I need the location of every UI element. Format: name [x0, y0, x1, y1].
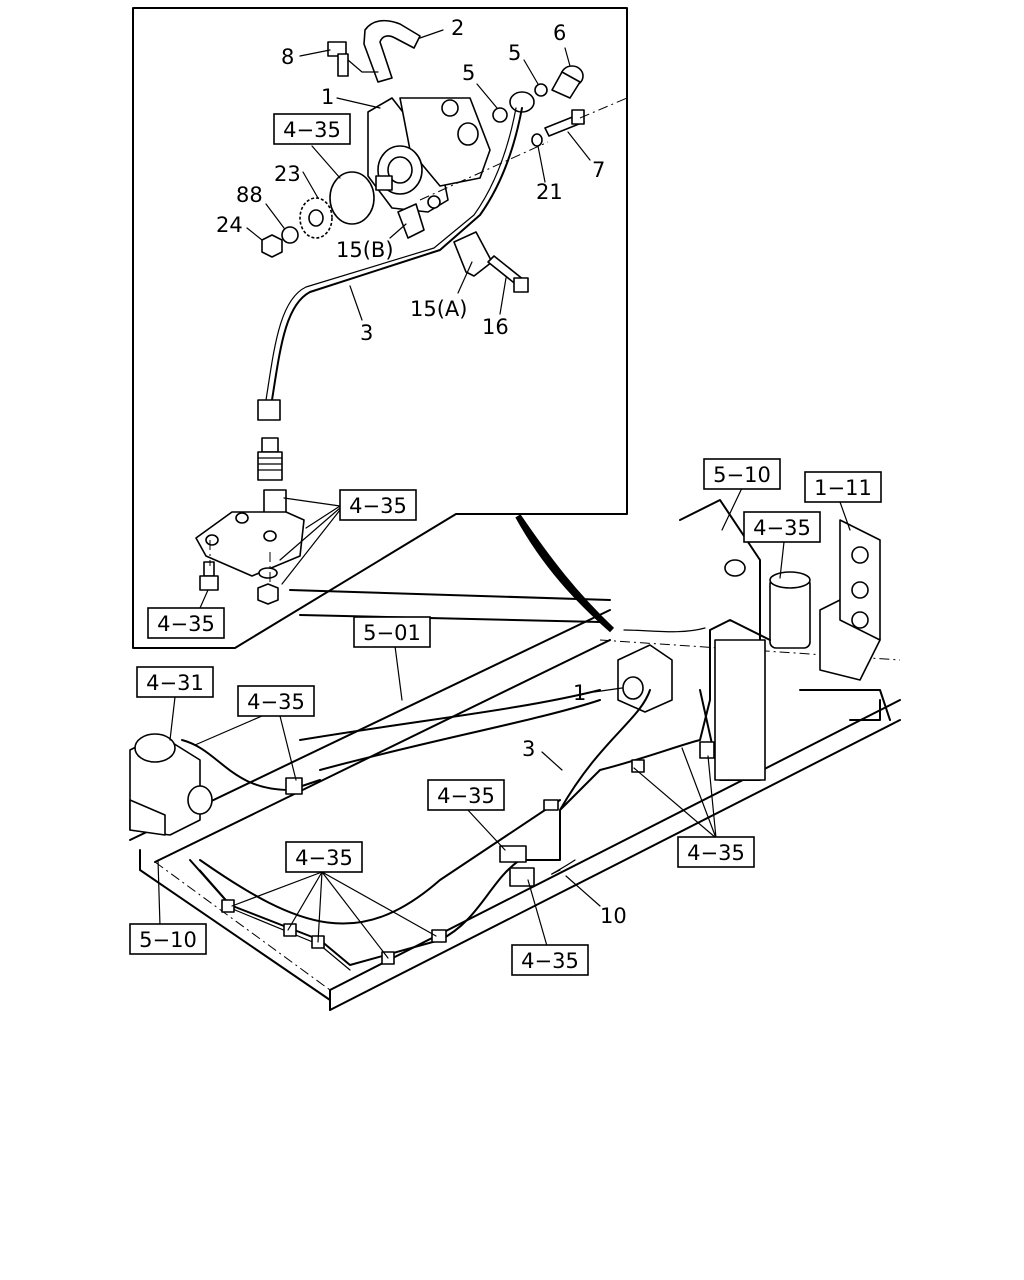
callout-8: 8	[281, 45, 294, 69]
svg-text:4−35: 4−35	[157, 612, 215, 636]
callout-10: 10	[600, 904, 627, 928]
bracket-nut	[257, 583, 279, 605]
plug-6	[551, 65, 584, 99]
callout-6: 6	[553, 21, 566, 45]
gasket-ring	[329, 171, 375, 225]
main-leaders	[157, 487, 851, 959]
ref-box-4-35-center[interactable]: 4−35	[427, 779, 505, 811]
callout-2: 2	[451, 16, 464, 40]
ref-box-5-10-top[interactable]: 5−10	[703, 458, 781, 490]
callout-7: 7	[592, 158, 605, 182]
svg-text:5−10: 5−10	[139, 928, 197, 952]
svg-text:4−31: 4−31	[146, 671, 204, 695]
svg-text:4−35: 4−35	[437, 784, 495, 808]
ref-box-4-35-lower-center[interactable]: 4−35	[511, 944, 589, 976]
bracket-15b	[397, 203, 425, 239]
bracket-15a	[453, 231, 493, 277]
ref-box-4-35-reservoir[interactable]: 4−35	[743, 511, 821, 543]
suction-elbow	[363, 19, 421, 83]
callout-21: 21	[536, 180, 563, 204]
bolt-8	[327, 41, 379, 77]
inset-parts	[195, 19, 628, 605]
svg-text:4−35: 4−35	[753, 516, 811, 540]
ref-box-1-11[interactable]: 1−11	[804, 471, 882, 503]
mounting-bracket	[195, 511, 305, 577]
callout-5b: 5	[508, 41, 521, 65]
ref-box-4-35-lower-left[interactable]: 4−35	[285, 841, 363, 873]
svg-text:4−35: 4−35	[247, 690, 305, 714]
main-chassis-view	[129, 499, 901, 1011]
svg-text:4−35: 4−35	[283, 118, 341, 142]
pump-main	[617, 627, 706, 713]
callout-16: 16	[482, 315, 509, 339]
pressure-hose-inset	[267, 107, 523, 419]
ref-box-4-35-inset-bottom[interactable]: 4−35	[147, 607, 225, 639]
callout-88: 88	[236, 183, 263, 207]
callout-1-inset: 1	[321, 85, 334, 109]
callout-23: 23	[274, 162, 301, 186]
inset-frame	[132, 7, 628, 649]
bracket-washer	[258, 567, 278, 579]
svg-text:4−35: 4−35	[295, 846, 353, 870]
washer-21	[531, 133, 543, 147]
pump-body-inset	[367, 97, 491, 213]
ref-box-4-35-inset-top[interactable]: 4−35	[273, 113, 351, 145]
ref-box-4-35-left[interactable]: 4−35	[237, 685, 315, 717]
nut-24	[261, 234, 283, 258]
fender-structure	[679, 499, 881, 781]
svg-text:5−10: 5−10	[713, 463, 771, 487]
callout-1-main: 1	[573, 681, 586, 705]
inset-pointer-arc	[515, 514, 615, 633]
callout-15a: 15(A)	[410, 297, 467, 321]
ref-box-5-10-bottom[interactable]: 5−10	[129, 923, 207, 955]
callout-15b: 15(B)	[336, 238, 394, 262]
ref-box-4-31[interactable]: 4−31	[136, 666, 214, 698]
callouts: 2 8 5 5 6 1 7 21 23 88 24 15(B) 15(A) 16…	[216, 16, 627, 928]
ref-box-4-35-right[interactable]: 4−35	[677, 836, 755, 868]
inset-leaders	[199, 29, 591, 609]
hose-nut	[257, 399, 281, 421]
svg-text:1−11: 1−11	[814, 476, 872, 500]
o-ring-5a	[492, 107, 508, 123]
svg-text:4−35: 4−35	[521, 949, 579, 973]
callout-5a: 5	[462, 61, 475, 85]
svg-text:5−01: 5−01	[363, 621, 421, 645]
callout-3-main: 3	[522, 737, 535, 761]
washer-88	[281, 226, 299, 244]
svg-text:4−35: 4−35	[349, 494, 407, 518]
ref-box-4-35-inset-mid[interactable]: 4−35	[339, 489, 417, 521]
ref-box-5-01[interactable]: 5−01	[353, 616, 431, 648]
gear-23	[299, 197, 333, 239]
bracket-bolt	[199, 561, 219, 591]
callout-3-inset: 3	[360, 321, 373, 345]
o-ring-5b	[534, 83, 548, 97]
callout-24: 24	[216, 213, 243, 237]
steering-gear-box	[129, 733, 213, 836]
svg-text:4−35: 4−35	[687, 841, 745, 865]
